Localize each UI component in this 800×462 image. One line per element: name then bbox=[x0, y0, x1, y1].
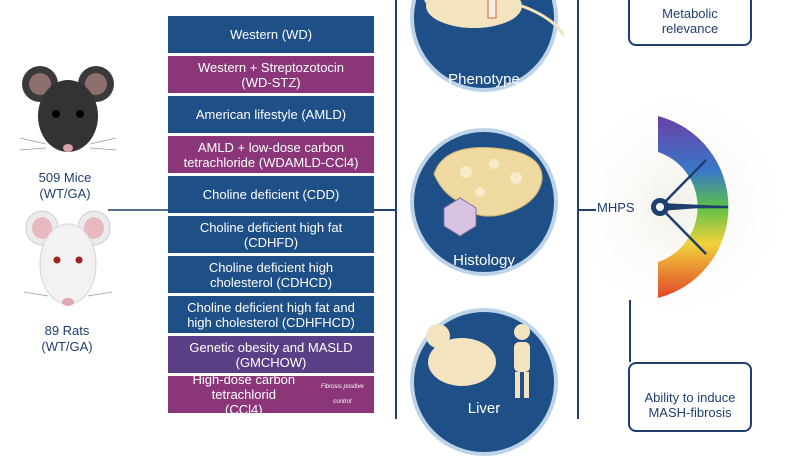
mhps-gauge bbox=[598, 100, 798, 310]
diet-box: Genetic obesity and MASLD (GMCHOW) bbox=[168, 336, 374, 373]
diet-label: Western (WD) bbox=[229, 27, 313, 42]
diet-box: High-dose carbon tetrachlorid (CCl4) Fibr… bbox=[168, 372, 374, 417]
liver-circle bbox=[410, 308, 558, 456]
mouse-icon bbox=[19, 66, 117, 152]
rat-icon bbox=[23, 210, 113, 306]
diet-label: High-dose carbon tetrachlorid (CCl4) bbox=[192, 372, 296, 417]
mice-count-label: 509 Mice (WT/GA) bbox=[38, 170, 92, 201]
histology-circle bbox=[410, 128, 558, 276]
diet-box: Western + Streptozotocin (WD-STZ) bbox=[168, 56, 374, 93]
diet-label: Western + Streptozotocin (WD-STZ) bbox=[197, 59, 345, 90]
liver-label: Liver bbox=[467, 400, 501, 417]
connector-bottom bbox=[629, 300, 631, 362]
diet-box: Western (WD) bbox=[168, 16, 374, 53]
diet-box: Choline deficient high fat (CDHFD) bbox=[168, 216, 374, 253]
diet-note: Fibrosis positive control bbox=[320, 383, 364, 405]
diet-label: Choline deficient high fat (CDHFD) bbox=[199, 219, 343, 250]
histology-label: Histology bbox=[453, 252, 515, 269]
rats-count-label: 89 Rats (WT/GA) bbox=[41, 323, 93, 354]
diet-box: AMLD + low-dose carbon tetrachloride (WD… bbox=[168, 136, 374, 173]
diet-box: Choline deficient high fat and high chol… bbox=[168, 296, 374, 333]
diet-box: American lifestyle (AMLD) bbox=[168, 96, 374, 133]
mash-fibrosis-box: Ability to induce MASH-fibrosis bbox=[628, 362, 752, 432]
metabolic-relevance-box: Metabolic relevance bbox=[628, 0, 752, 46]
diet-label: Choline deficient high fat and high chol… bbox=[187, 299, 355, 330]
diet-label: AMLD + low-dose carbon tetrachloride (WD… bbox=[183, 139, 359, 170]
diet-box: Choline deficient (CDD) bbox=[168, 176, 374, 213]
diet-label: Choline deficient (CDD) bbox=[202, 187, 340, 202]
diet-label: Genetic obesity and MASLD (GMCHOW) bbox=[189, 339, 353, 370]
diet-label: American lifestyle (AMLD) bbox=[195, 107, 347, 122]
diet-box: Choline deficient high cholesterol (CDHC… bbox=[168, 256, 374, 293]
phenotype-label: Phenotype bbox=[448, 71, 520, 88]
phenotype-circle bbox=[410, 0, 564, 92]
mhps-label: MHPS bbox=[597, 200, 635, 215]
diet-label: Choline deficient high cholesterol (CDHC… bbox=[208, 259, 334, 290]
